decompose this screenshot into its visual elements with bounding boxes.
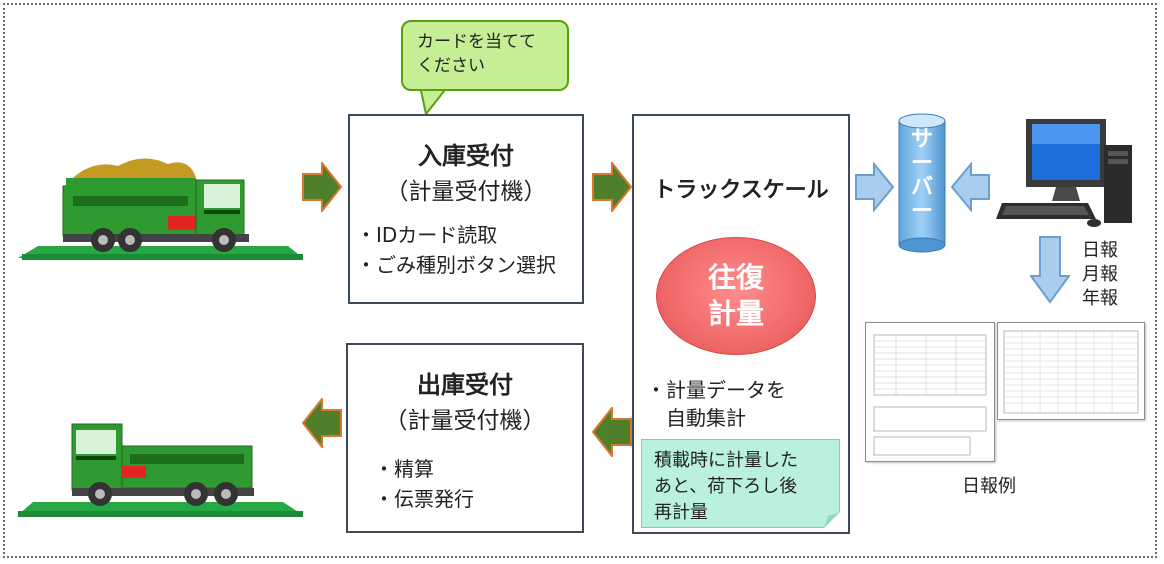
note-line: 再計量 [654, 502, 708, 523]
scale-bullet: 自動集計 [646, 406, 746, 430]
arrow-down-icon [1030, 236, 1070, 304]
arrow-left-icon [592, 407, 632, 457]
arrow-right-icon [592, 162, 632, 212]
weighing-note: 積載時に計量した あと、荷下ろし後 再計量 [641, 439, 840, 528]
computer-icon [996, 119, 1132, 227]
callout-line: カードを当てて [417, 32, 536, 52]
entry-subtitle: （計量受付機） [385, 179, 547, 205]
exit-bullet: ・精算 [374, 457, 434, 481]
exit-subtitle: （計量受付機） [384, 408, 546, 434]
report-type: 日報 [1082, 240, 1118, 261]
exit-title: 出庫受付 [417, 371, 513, 399]
callout-line: ください [417, 56, 485, 76]
report-types: 日報 月報 年報 [1080, 239, 1120, 311]
entry-bullet: ・IDカード読取 [356, 223, 498, 247]
truck-scale-title: トラックスケール [653, 178, 829, 203]
report-type: 月報 [1082, 264, 1118, 285]
note-fold [824, 512, 840, 528]
arrow-left-icon [950, 162, 990, 212]
arrow-right-icon [302, 162, 342, 212]
entry-reception-box: 入庫受付 （計量受付機） ・IDカード読取 ・ごみ種別ボタン選択 [348, 114, 584, 304]
exit-bullet: ・伝票発行 [374, 487, 474, 511]
arrow-right-icon [855, 162, 895, 212]
oval-line: 往復 [707, 261, 764, 294]
empty-truck-icon [18, 423, 303, 517]
server-label: サ ー バ ー [907, 128, 937, 224]
server-label-char: バ [910, 175, 933, 200]
card-instruction-callout: カードを当てて ください [401, 20, 569, 91]
note-line: あと、荷下ろし後 [654, 476, 798, 497]
server-icon [898, 113, 946, 253]
entry-bullet: ・ごみ種別ボタン選択 [356, 253, 556, 277]
scale-bullet: ・計量データを [646, 378, 786, 402]
round-trip-weighing-oval: 往復 計量 [656, 237, 816, 355]
note-line: 積載時に計量した [654, 450, 798, 471]
diagram-frame [3, 3, 1157, 558]
daily-report-sample-2 [997, 322, 1145, 420]
arrow-left-icon [302, 398, 342, 448]
exit-reception-box: 出庫受付 （計量受付機） ・精算 ・伝票発行 [346, 343, 584, 533]
oval-line: 計量 [707, 297, 764, 330]
server-label-char: サ [910, 127, 933, 152]
loaded-truck-icon [18, 158, 303, 260]
report-table-icon [873, 334, 987, 456]
report-type: 年報 [1082, 288, 1118, 309]
daily-report-example-label: 日報例 [962, 476, 1016, 497]
server-label-char: ー [910, 151, 933, 176]
entry-title: 入庫受付 [418, 142, 514, 170]
daily-report-sample-1 [865, 322, 995, 462]
server-label-char: ー [910, 199, 933, 224]
report-table-icon [1003, 330, 1139, 414]
